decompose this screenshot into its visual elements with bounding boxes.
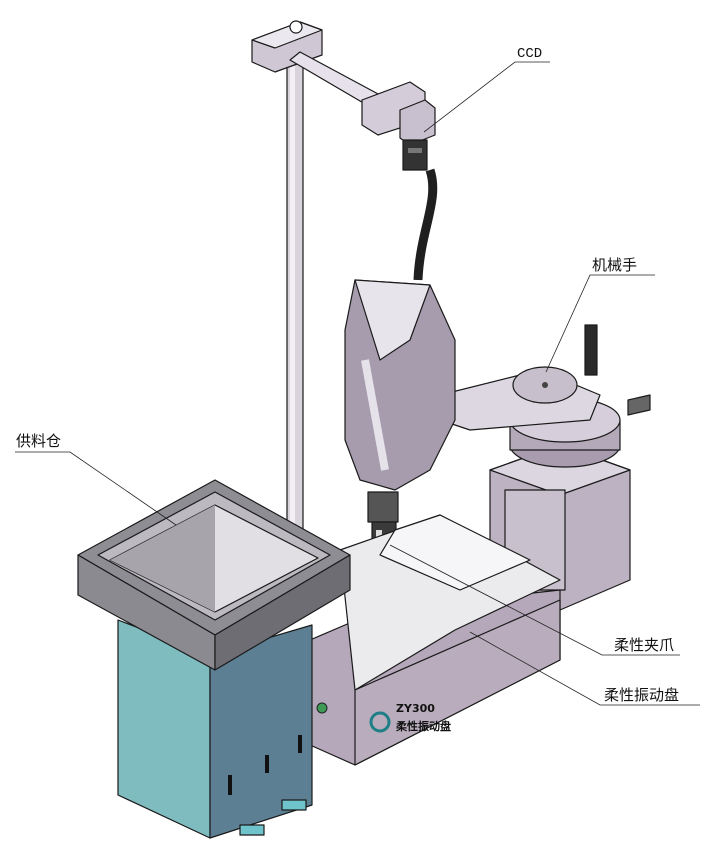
device-marking: ZY300 柔性振动盘	[369, 702, 451, 733]
device-model-text: ZY300	[396, 702, 435, 715]
label-robot-arm: 机械手	[592, 256, 637, 274]
ccd-camera	[399, 99, 438, 281]
flexible-vibration-plate: ZY300 柔性振动盘	[309, 514, 561, 766]
label-ccd: CCD	[517, 46, 542, 62]
feeder-bin	[77, 479, 351, 839]
label-flexible-gripper: 柔性夹爪	[614, 636, 674, 654]
leader-lines	[15, 61, 700, 706]
device-name-text: 柔性振动盘	[395, 719, 451, 733]
label-feeder-bin: 供料仓	[16, 432, 61, 450]
camera-mount-pole	[251, 20, 426, 531]
label-flexible-vibration-plate: 柔性振动盘	[604, 686, 679, 704]
